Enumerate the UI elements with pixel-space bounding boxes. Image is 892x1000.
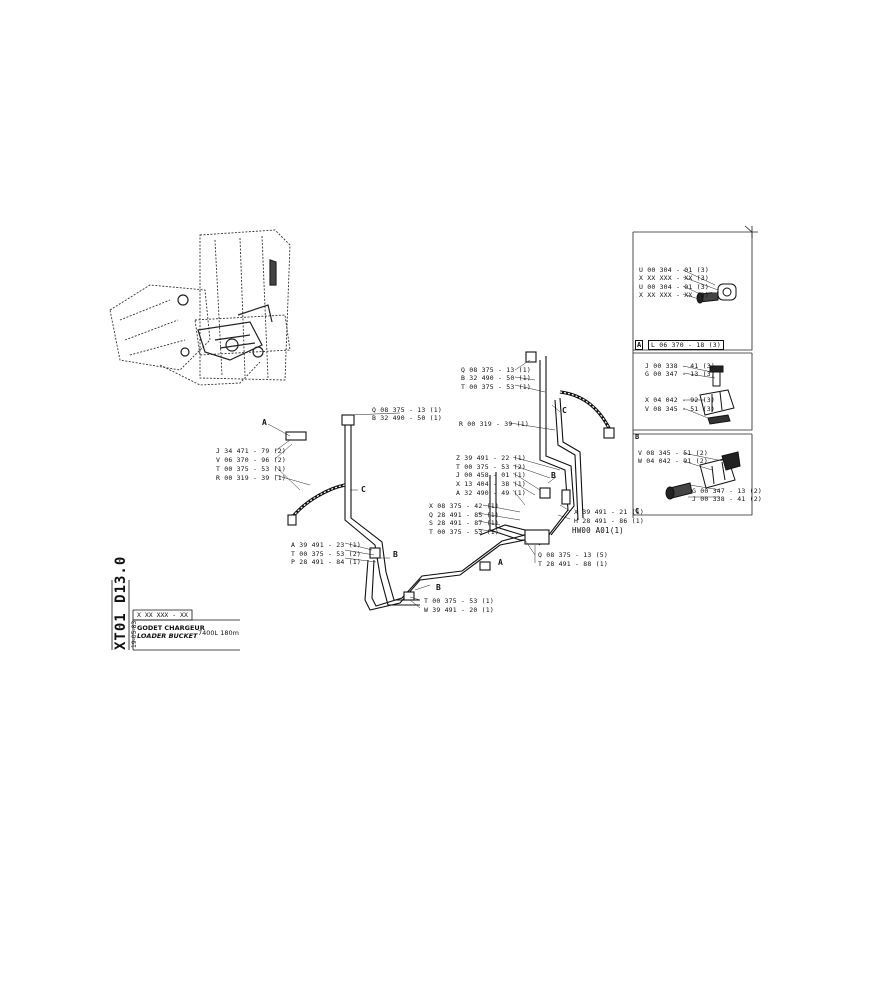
detail-a-item-2: U 00 304 - 01 (3) [639, 283, 709, 291]
detail-b-item-1: G 00 347 - 13 (3) [645, 370, 715, 378]
label-bottom-0: T 00 375 - 53 (1) [424, 597, 494, 605]
callout-a-left: A [262, 418, 267, 427]
detail-a-letter: A [635, 340, 644, 350]
label-ur-0: Q 08 375 - 13 (1) [461, 366, 531, 374]
leader-lines [267, 269, 729, 609]
detail-c-letter: C [635, 507, 640, 515]
part-number: X XX XXX - XX [137, 611, 188, 619]
label-rl-0: Q 08 375 - 13 (5) [538, 551, 608, 559]
label-mid-2: J 00 458 - 01 (1) [456, 471, 526, 479]
title-en: LOADER BUCKET [137, 632, 198, 640]
detail-b-hardware [699, 365, 735, 425]
machine-solid-parts [177, 259, 277, 361]
label-left-0: J 34 471 - 79 (2) [216, 447, 286, 455]
label-rl-1: T 28 491 - 88 (1) [538, 560, 608, 568]
detail-b-item-3: V 08 345 - 51 (3) [645, 405, 715, 413]
label-rm-0: X 39 491 - 21 (1) [574, 508, 644, 516]
detail-c-item-2: G 00 347 - 13 (2) [692, 487, 762, 495]
label-rm-2: HW00 A01(1) [572, 526, 624, 535]
callout-c-right: C [562, 406, 567, 415]
label-left-1: V 06 370 - 96 (2) [216, 456, 286, 464]
label-rm-1: H 28 491 - 86 (1) [574, 517, 644, 525]
label-left-3: R 00 319 - 39 (1) [216, 474, 286, 482]
label-ml-0: X 08 375 - 42 (1) [429, 502, 499, 510]
detail-c-hardware [665, 451, 741, 500]
detail-a-item-1: X XX XXX - XX (3) [639, 274, 709, 282]
callout-b-mid: B [551, 471, 556, 480]
detail-a-item-3: X XX XXX - XX (3) [639, 291, 709, 299]
label-ll-1: T 00 375 - 53 (2) [291, 550, 361, 558]
drawing-code: XT01 D13.0 [113, 555, 129, 650]
detail-panel-frame [632, 225, 758, 518]
detail-a-hardware [696, 283, 737, 304]
detail-b-item-2: X 04 042 - 92 (3) [645, 396, 715, 404]
callout-b-left: B [393, 550, 398, 559]
title-block-lines [111, 580, 240, 651]
detail-b-letter: B [635, 433, 640, 441]
spec-text: 7400L 180m [198, 629, 239, 637]
label-ul-0: Q 08 375 - 13 (1) [372, 406, 442, 414]
detail-c-item-3: J 00 338 - 41 (2) [692, 495, 762, 503]
detail-c-item-1: W 04 042 - 91 (2) [638, 457, 708, 465]
callout-a-bottom: A [498, 558, 503, 567]
detail-b-item-0: J 00 338 - 41 (3) [645, 362, 715, 370]
label-mid-0: Z 39 491 - 22 (1) [456, 454, 526, 462]
title-fr: GODET CHARGEUR [137, 624, 205, 632]
pipe-lines [285, 351, 615, 611]
label-ll-0: A 39 491 - 23 (1) [291, 541, 361, 549]
label-ml-2: S 28 491 - 87 (1) [429, 519, 499, 527]
label-ul-1: B 32 490 - 50 (1) [372, 414, 442, 422]
detail-c-item-0: V 08 345 - 51 (2) [638, 449, 708, 457]
label-left-2: T 00 375 - 53 (1) [216, 465, 286, 473]
detail-a-ref: L 06 370 - 18 (3) [648, 340, 724, 350]
label-ur-2: T 00 375 - 53 (1) [461, 383, 531, 391]
label-r-hose: R 00 319 - 39 (1) [459, 420, 529, 428]
label-ur-1: B 32 490 - 50 (1) [461, 374, 531, 382]
label-ml-1: Q 28 491 - 85 (1) [429, 511, 499, 519]
callout-b-bottom: B [436, 583, 441, 592]
label-mid-1: T 00 375 - 53 (2) [456, 463, 526, 471]
label-mid-4: A 32 490 - 49 (1) [456, 489, 526, 497]
label-ml-3: T 00 375 - 53 (1) [429, 528, 499, 536]
label-mid-3: X 13 404 - 38 (1) [456, 480, 526, 488]
detail-a-item-0: U 00 304 - 01 (3) [639, 266, 709, 274]
label-ll-2: P 28 491 - 84 (1) [291, 558, 361, 566]
loader-machine-sketch [109, 229, 291, 386]
callout-c-left: C [361, 485, 366, 494]
label-bottom-1: W 39 491 - 20 (1) [424, 606, 494, 614]
